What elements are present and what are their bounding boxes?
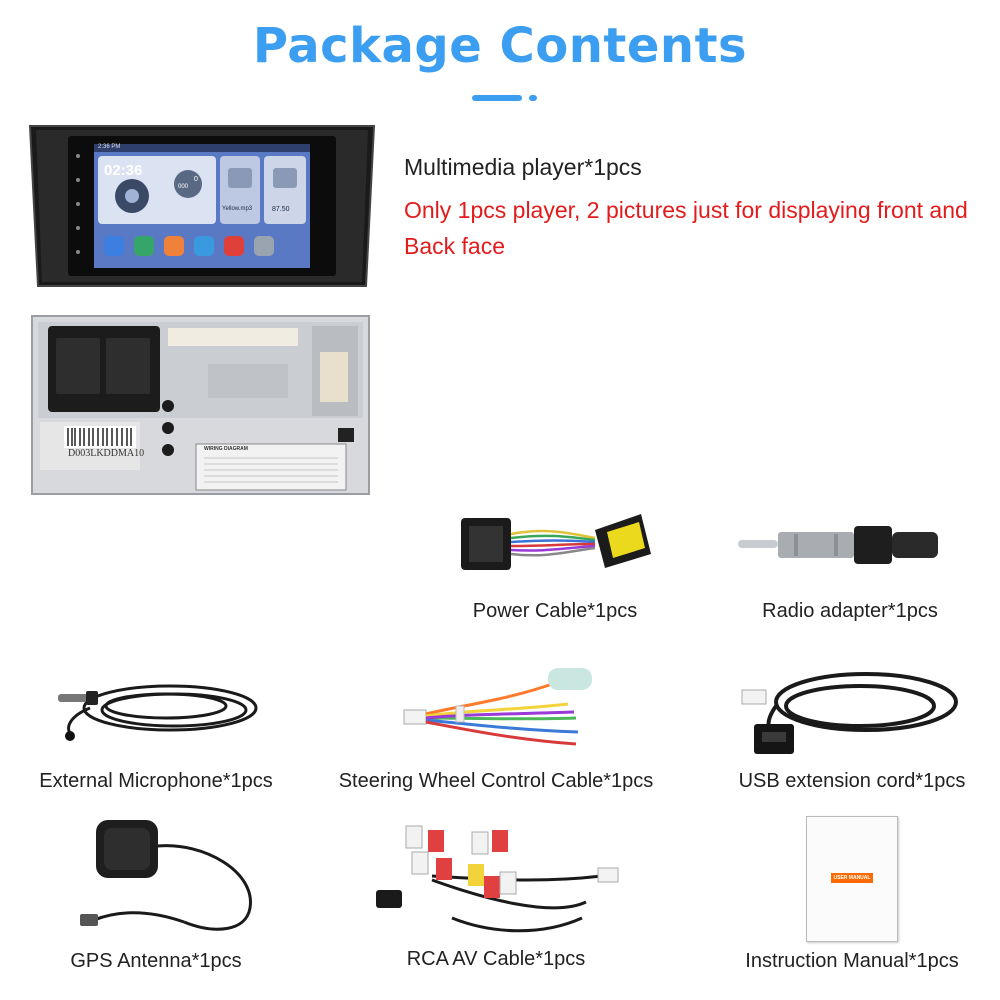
- player-name: Multimedia player*1pcs: [404, 154, 642, 180]
- usb-cord-label: USB extension cord*1pcs: [738, 770, 966, 792]
- manual-cover-title: USER MANUAL: [831, 873, 873, 883]
- microphone-image: [50, 676, 262, 744]
- player-front-image: 02:36 2:36 PM 000 0 Yellow.mp3 87.50: [28, 120, 376, 292]
- power-cable-label: Power Cable*1pcs: [472, 600, 638, 622]
- screen-media-file: Yellow.mp3: [222, 206, 253, 212]
- wiring-diagram-title: WIRING DIAGRAM: [204, 446, 248, 452]
- player-back-image: D003LKDDMA10 WIRING DIAGRAM: [28, 312, 373, 498]
- title-underline-dot: [529, 95, 537, 101]
- steering-cable-image: [398, 660, 600, 750]
- title-underline: [472, 95, 522, 101]
- screen-radio-freq: 87.50: [272, 206, 290, 213]
- power-cable-image: [455, 508, 655, 578]
- back-serial-label: D003LKDDMA10: [68, 448, 145, 459]
- gps-antenna-image: [74, 812, 264, 938]
- manual-image: USER MANUAL: [806, 816, 898, 942]
- radio-adapter-label: Radio adapter*1pcs: [762, 600, 938, 622]
- screen-speed-value: 0: [194, 176, 198, 183]
- player-note: Only 1pcs player, 2 pictures just for di…: [404, 197, 968, 259]
- steering-cable-label: Steering Wheel Control Cable*1pcs: [338, 770, 654, 792]
- screen-status-time: 2:36 PM: [98, 144, 121, 150]
- rca-cable-label: RCA AV Cable*1pcs: [406, 948, 586, 970]
- gps-antenna-label: GPS Antenna*1pcs: [70, 950, 242, 972]
- rca-cable-image: [372, 818, 622, 942]
- usb-cord-image: [736, 660, 964, 760]
- microphone-label: External Microphone*1pcs: [39, 770, 273, 792]
- screen-clock: 02:36: [104, 162, 143, 179]
- radio-adapter-image: [734, 520, 940, 570]
- screen-trip-value: 000: [178, 184, 189, 190]
- manual-label: Instruction Manual*1pcs: [745, 950, 959, 972]
- page-title: Package Contents: [252, 18, 748, 74]
